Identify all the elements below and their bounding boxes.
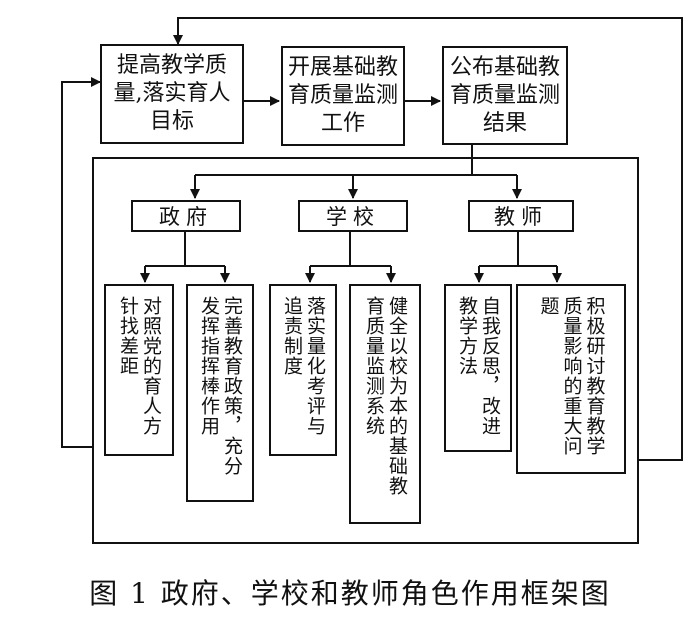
figure-caption: 图 1 政府、学校和教师角色作用框架图 xyxy=(89,577,611,610)
school-item-1-text: 落实量化考评与追责制度 xyxy=(281,296,326,436)
teacher-item-2-text: 积极研讨教育教学质量影响的重大问题 xyxy=(537,296,606,456)
goal-box: 提高教学质量,落实育人目标 xyxy=(100,44,244,144)
arrow-feedback-top xyxy=(173,17,683,461)
school-item-2-text: 健全以校为本的基础教育质量监测系统 xyxy=(363,296,408,496)
school-label: 学校 xyxy=(326,205,380,229)
teacher-label: 教师 xyxy=(494,205,548,229)
gov-item-1-text: 对照党的育人方针找差距 xyxy=(117,296,162,436)
gov-item-2-text: 完善教育政策，充分发挥指挥棒作用 xyxy=(198,296,243,476)
teacher-item-1-text: 自我反思，改进教学方法 xyxy=(456,296,501,436)
group-container xyxy=(92,157,639,544)
publish-box: 公布基础教育质量监测结果 xyxy=(442,46,568,145)
teacher-item-1: 自我反思，改进教学方法 xyxy=(444,284,512,452)
arrow-feedback-left xyxy=(61,77,101,448)
school-header: 学校 xyxy=(298,200,408,232)
gov-item-2: 完善教育政策，充分发挥指挥棒作用 xyxy=(186,284,254,502)
government-label: 政府 xyxy=(159,205,213,229)
publish-text: 公布基础教育质量监测结果 xyxy=(449,54,560,136)
school-item-2: 健全以校为本的基础教育质量监测系统 xyxy=(349,284,421,524)
gov-item-1: 对照党的育人方针找差距 xyxy=(104,284,174,456)
teacher-header: 教师 xyxy=(468,200,574,232)
monitor-text: 开展基础教育质量监测工作 xyxy=(287,55,398,136)
goal-text: 提高教学质量,落实育人目标 xyxy=(113,53,231,134)
monitor-box: 开展基础教育质量监测工作 xyxy=(281,46,405,146)
school-item-1: 落实量化考评与追责制度 xyxy=(269,284,337,456)
government-header: 政府 xyxy=(131,200,241,232)
teacher-item-2: 积极研讨教育教学质量影响的重大问题 xyxy=(516,284,626,474)
